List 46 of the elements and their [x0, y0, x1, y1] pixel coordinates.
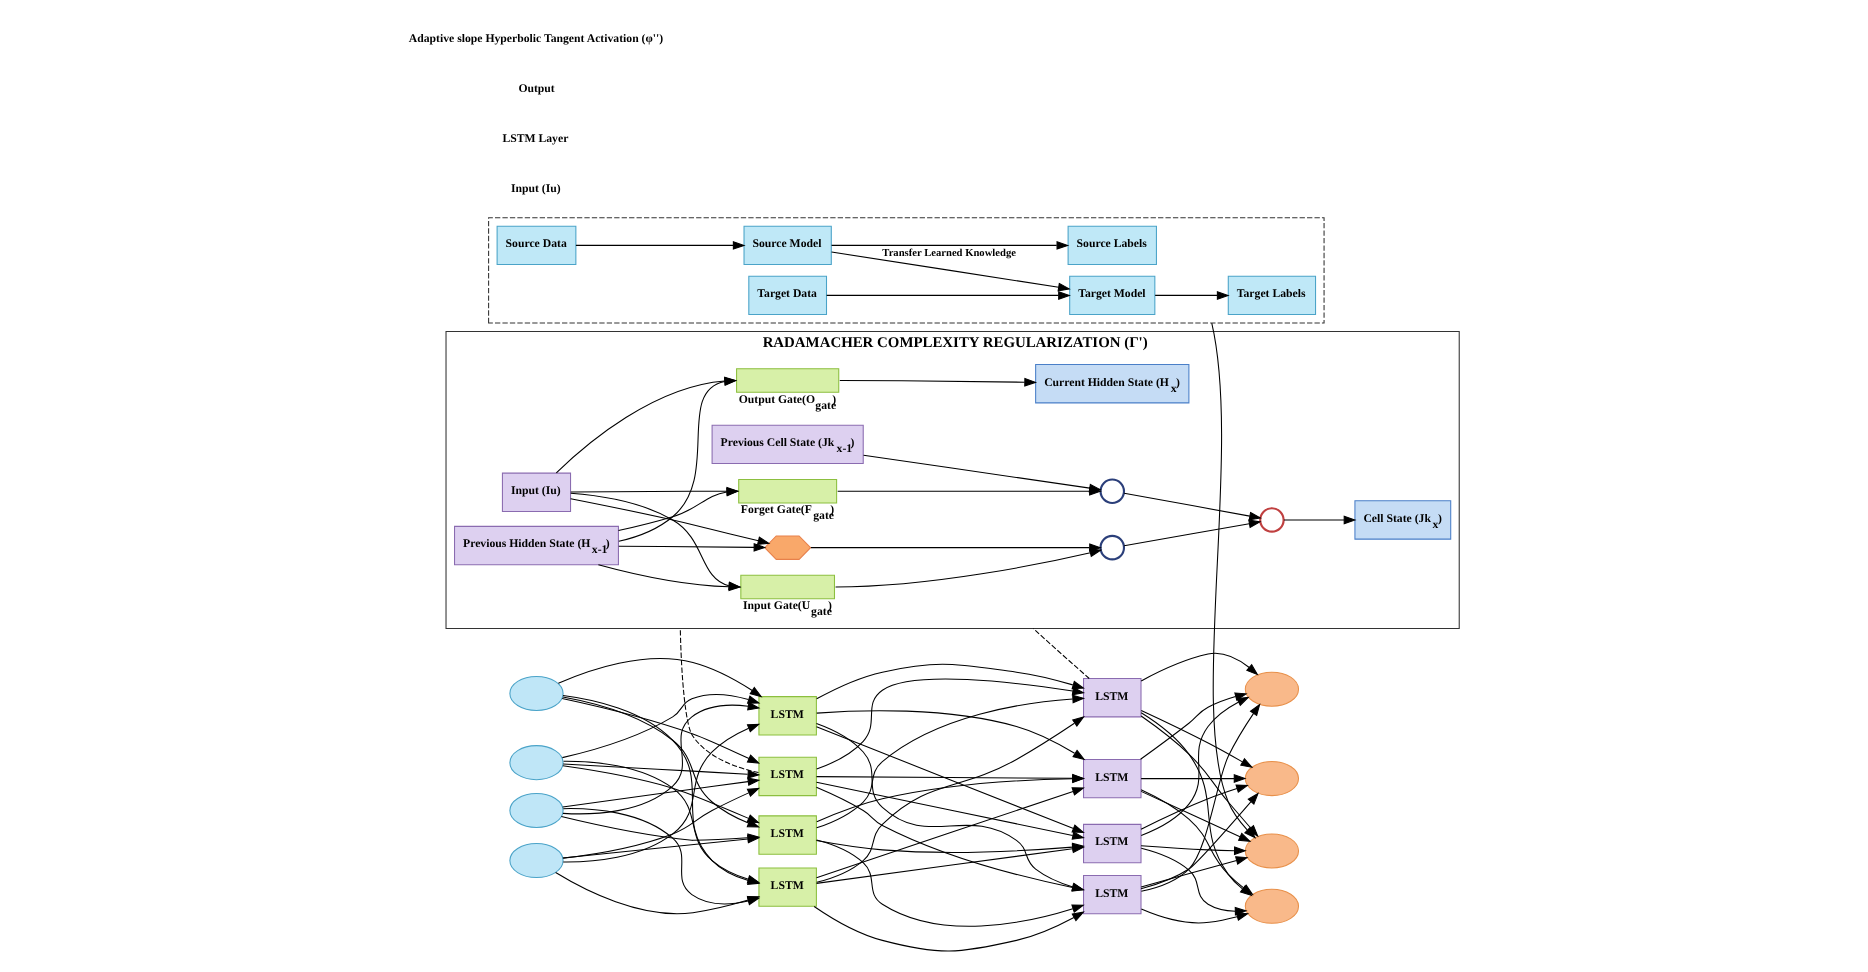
- arrow: [839, 377, 1038, 387]
- arrow: [562, 763, 761, 779]
- node-circle: [509, 675, 564, 711]
- arrow: [816, 710, 1086, 761]
- arrow: [1140, 784, 1249, 830]
- arrow: [562, 777, 761, 808]
- node-circle: [1099, 534, 1126, 561]
- arrow: [618, 542, 767, 552]
- arrow: [1140, 774, 1247, 784]
- arrow: [815, 781, 1085, 840]
- arrow: [826, 290, 1071, 300]
- node-hexagon: [764, 535, 812, 560]
- arrow: [1154, 290, 1230, 300]
- arrow: [1140, 692, 1248, 760]
- node-circle: [1244, 833, 1300, 869]
- cluster: [488, 217, 1325, 324]
- arrow: [575, 240, 746, 250]
- arrow: [1140, 856, 1249, 888]
- node-circle: [1244, 761, 1300, 797]
- node-circle: [1099, 478, 1126, 504]
- arrow: [1123, 519, 1262, 547]
- arrow: [816, 678, 1086, 770]
- node-circle: [1244, 888, 1300, 924]
- arrow: [1140, 845, 1247, 856]
- connector: [1032, 628, 1090, 680]
- arrow: [837, 486, 1102, 496]
- arrow: [1140, 709, 1254, 769]
- arrow: [1140, 652, 1259, 682]
- connector: [679, 628, 759, 774]
- arrow: [810, 543, 1102, 553]
- arrow: [557, 658, 763, 698]
- arrow: [1123, 492, 1262, 521]
- arrow: [1140, 696, 1250, 836]
- arrow: [831, 240, 1070, 250]
- arrow: [816, 663, 1085, 700]
- node-circle: [1259, 507, 1285, 533]
- arrow: [562, 765, 760, 824]
- node-circle: [509, 843, 564, 879]
- arrow: [813, 905, 1085, 952]
- node-circle: [1244, 671, 1300, 707]
- arrow: [831, 251, 1071, 292]
- arrow: [1283, 515, 1357, 525]
- node-circle: [509, 792, 564, 829]
- node-circle: [509, 745, 564, 781]
- arrow: [570, 498, 771, 546]
- arrow: [1140, 790, 1252, 842]
